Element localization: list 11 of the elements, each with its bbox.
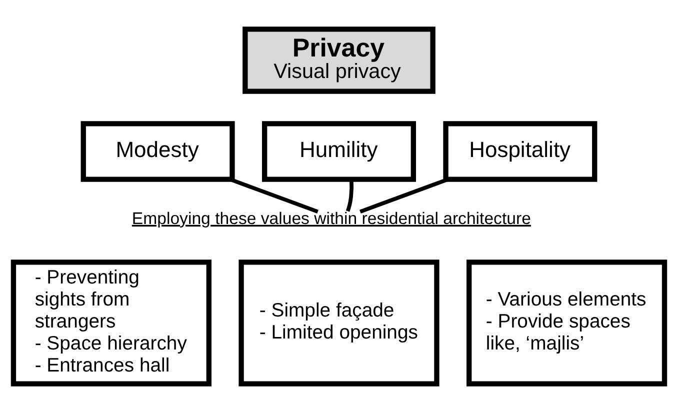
connector bbox=[360, 177, 449, 213]
node-box: - Preventing sights from strangers - Space hierarchy - Entrances hall bbox=[10, 259, 212, 386]
node-text: Employing these values within residential architecture bbox=[132, 208, 531, 228]
node-box: - Various elements - Provide spaces like, ‘majlis’ bbox=[466, 259, 668, 386]
node-box: - Simple façade - Limited openings bbox=[238, 259, 440, 386]
node-box: Hospitality bbox=[443, 120, 598, 182]
node-box: Humility bbox=[262, 120, 416, 182]
node-box: Privacy Visual privacy bbox=[242, 26, 436, 94]
connector bbox=[229, 177, 318, 213]
node-box: Modesty bbox=[80, 120, 235, 182]
connector bbox=[346, 178, 354, 212]
